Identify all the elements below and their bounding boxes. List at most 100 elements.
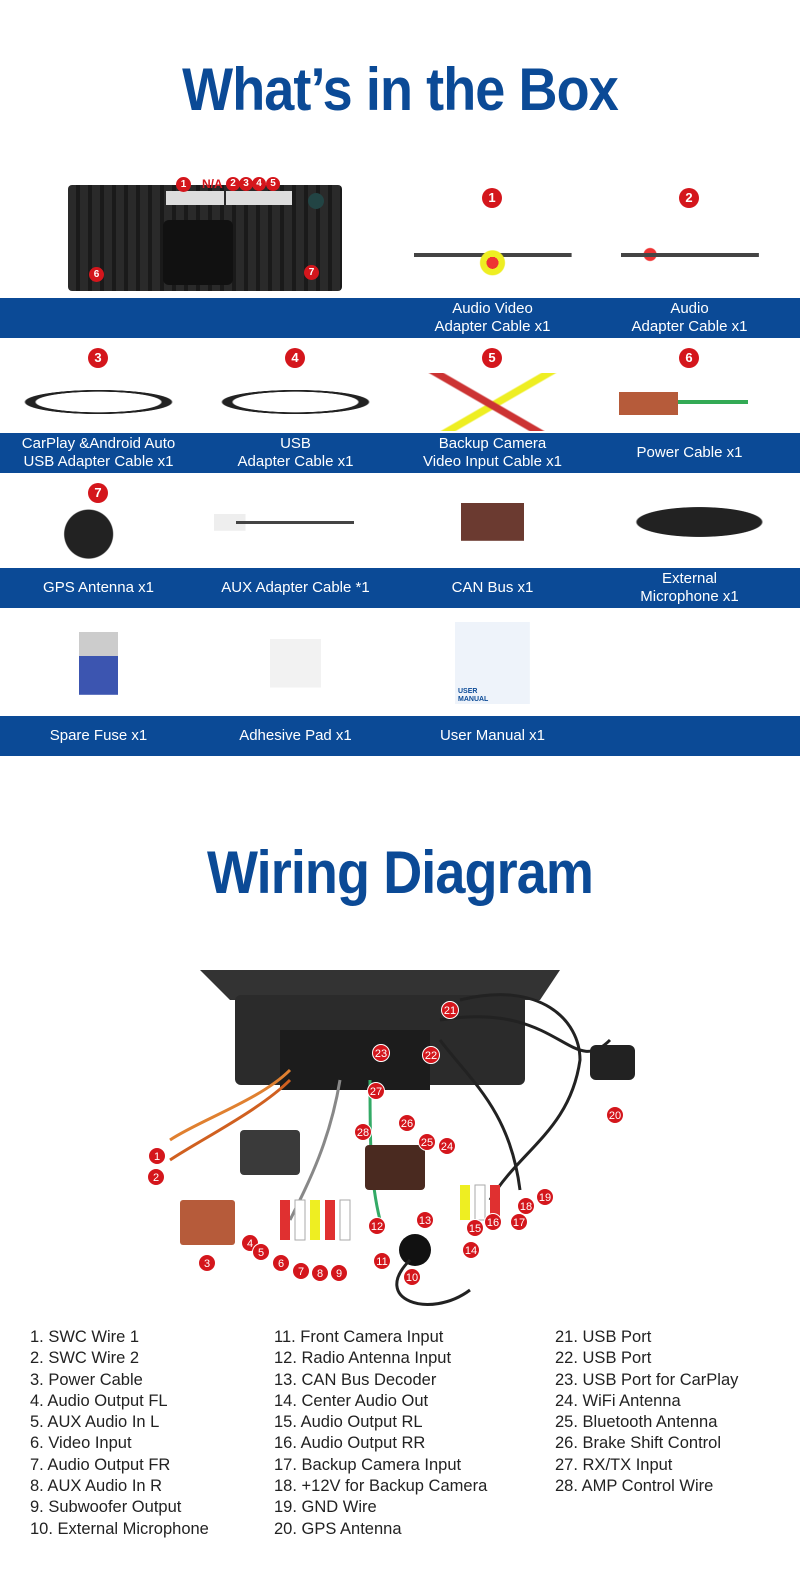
diagram-marker: 12 [368,1217,386,1235]
item-image [591,480,788,564]
item-image [591,373,788,431]
caption-band [0,568,800,608]
connector-badge: 1 [176,177,191,192]
item-image [197,615,394,712]
item-number-badge: 2 [679,188,699,208]
caption-band [0,433,800,473]
diagram-marker: 24 [438,1137,456,1155]
diagram-marker: 14 [462,1241,480,1259]
legend-item: 1. SWC Wire 1 [30,1328,140,1346]
legend-item: 19. GND Wire [274,1498,377,1517]
item-image [394,373,591,431]
diagram-marker: 28 [354,1123,372,1141]
item-caption: Audio Video Adapter Cable x1 [434,300,551,335]
diagram-marker: 16 [484,1213,502,1231]
item-image [394,480,591,564]
legend-column: 1. SWC Wire 1 2. SWC Wire 2 3. Power Cable… [30,1327,209,1540]
na-label: N/A [202,177,223,191]
wiring-title: Wiring Diagram [207,839,594,906]
diagram-marker: 17 [510,1213,528,1231]
legend-item: 27. RX/TX Input [555,1455,673,1474]
diagram-marker: 3 [198,1254,216,1272]
legend-item: 25. Bluetooth Antenna [555,1413,718,1432]
diagram-marker: 26 [398,1114,416,1132]
legend-item: 26. Brake Shift Control [555,1434,721,1453]
legend-item: 23. USB Port for CarPlay [555,1370,739,1389]
item-caption: GPS Antenna x1 [43,579,154,596]
head-unit-rear-image [68,185,342,291]
item-image [591,213,788,296]
legend-item: 17. Backup Camera Input [274,1455,462,1474]
legend-item: 6. Video Input [30,1434,132,1453]
item-caption: Spare Fuse x1 [49,727,148,744]
item-image [394,213,591,296]
diagram-marker: 23 [372,1044,390,1062]
diagram-marker: 2 [147,1168,165,1186]
diagram-marker: 8 [311,1264,329,1282]
legend-item: 12. Radio Antenna Input [274,1349,452,1368]
item-caption: Adhesive Pad x1 [239,727,352,744]
diagram-marker: 1 [148,1147,166,1165]
diagram-marker: 10 [403,1268,421,1286]
diagram-marker: 21 [441,1001,459,1019]
legend-item: 21. USB Port [555,1328,652,1346]
diagram-marker: 5 [252,1243,270,1261]
legend-item: 24. WiFi Antenna [555,1391,681,1410]
wiring-diagram-image [169,970,635,1306]
item-number-badge: 5 [482,348,502,368]
diagram-marker: 22 [422,1046,440,1064]
legend-item: 13. CAN Bus Decoder [274,1370,437,1389]
diagram-marker: 9 [330,1264,348,1282]
item-number-badge: 6 [679,348,699,368]
legend-column: 21. USB Port 22. USB Port 23. USB Port for… [555,1327,738,1497]
item-caption: Power Cable x1 [636,444,743,461]
legend-item: 28. AMP Control Wire [555,1477,714,1496]
item-caption: Backup Camera Video Input Cable x1 [423,435,562,470]
diagram-marker: 15 [466,1219,484,1237]
legend-item: 4. Audio Output FL [30,1391,168,1410]
diagram-marker: 25 [418,1133,436,1151]
item-caption: CarPlay &Android Auto USB Adapter Cable … [21,435,176,470]
connector-badge: 7 [304,265,319,280]
legend-item: 5. AUX Audio In L [30,1413,160,1432]
box-title: What’s in the Box [182,56,619,123]
legend-item: 7. Audio Output FR [30,1455,171,1474]
item-caption: Audio Adapter Cable x1 [631,300,748,335]
legend-item: 11. Front Camera Input [274,1328,444,1346]
item-image [197,480,394,564]
legend-item: 2. SWC Wire 2 [30,1349,140,1368]
item-image [0,508,197,566]
legend-item: 15. Audio Output RL [274,1413,423,1432]
item-caption: External Microphone x1 [640,570,739,605]
diagram-marker: 11 [373,1252,391,1270]
legend-column: 11. Front Camera Input 12. Radio Antenna … [274,1327,487,1540]
item-caption: CAN Bus x1 [451,579,534,596]
item-number-badge: 1 [482,188,502,208]
item-image [394,615,591,712]
diagram-marker: 20 [606,1106,624,1124]
legend-item: 9. Subwoofer Output [30,1498,182,1517]
legend-item: 22. USB Port [555,1349,652,1368]
connector-badge: 5 [266,177,280,191]
connector-badge: 2 [226,177,240,191]
item-caption: AUX Adapter Cable *1 [221,579,370,596]
item-caption: User Manual x1 [439,727,546,744]
diagram-marker: 27 [367,1082,385,1100]
legend-item: 18. +12V for Backup Camera [274,1477,488,1496]
connector-badge: 6 [89,267,104,282]
manual-cover-text: USER MANUAL [458,688,489,703]
connector-badge: 3 [239,177,253,191]
connector-badge: 4 [252,177,266,191]
caption-band [0,298,800,338]
item-number-badge: 3 [88,348,108,368]
legend-item: 3. Power Cable [30,1370,143,1389]
diagram-marker: 19 [536,1188,554,1206]
legend-item: 14. Center Audio Out [274,1391,429,1410]
diagram-marker: 6 [272,1254,290,1272]
diagram-marker: 7 [292,1262,310,1280]
caption-band [0,716,800,756]
item-image [197,373,394,431]
legend-item: 10. External Microphone [30,1519,209,1538]
item-image [0,615,197,712]
item-image [0,373,197,431]
